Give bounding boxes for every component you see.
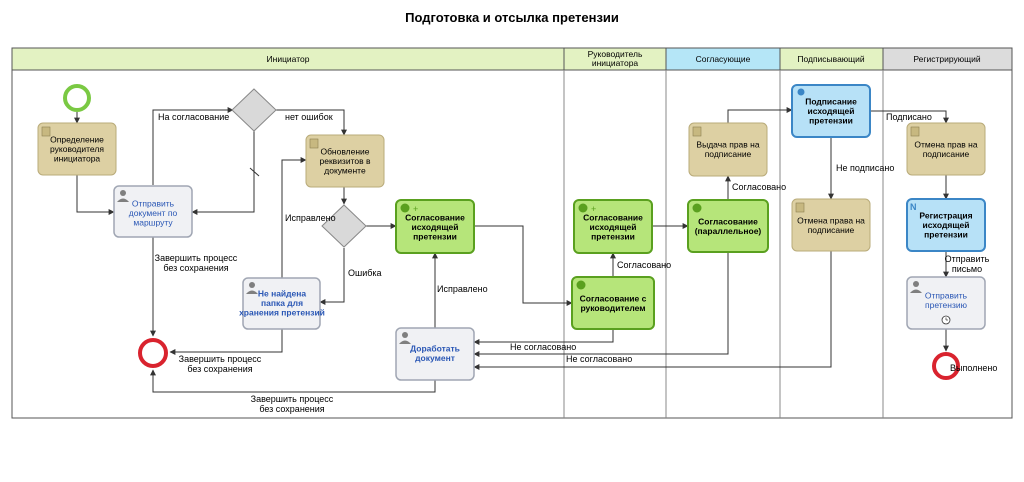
lane-header-head: Руководитель инициатора — [563, 47, 667, 71]
edge-label: Ошибка — [348, 268, 382, 278]
lane-header-signer: Подписывающий — [779, 47, 884, 71]
approval-icon — [692, 203, 702, 213]
start-event[interactable] — [63, 84, 91, 112]
svg-text:инициатора: инициатора — [592, 58, 639, 68]
exclusive-gateway[interactable] — [321, 204, 367, 248]
lane-header-initiator: Инициатор — [11, 47, 565, 71]
script-icon — [692, 126, 702, 137]
end-event[interactable] — [932, 352, 960, 380]
task-update-requisites[interactable] — [305, 134, 385, 188]
svg-text:Согласующие: Согласующие — [696, 54, 751, 64]
task-define-head[interactable] — [37, 122, 117, 176]
edge-label: Выполнено — [950, 363, 997, 373]
task-send-route[interactable] — [113, 185, 193, 238]
user-icon — [910, 281, 922, 293]
svg-text:N: N — [910, 202, 917, 212]
script-icon — [41, 126, 51, 137]
end-event[interactable] — [138, 338, 168, 368]
svg-text:Подписывающий: Подписывающий — [797, 54, 865, 64]
task-revoke-sign-registrar[interactable] — [906, 122, 986, 176]
approval-icon — [576, 280, 586, 290]
diagram-title: Подготовка и отсылка претензии — [405, 10, 619, 25]
script-icon — [910, 126, 920, 137]
edge-label: Не согласовано — [510, 342, 576, 352]
user-icon — [117, 190, 129, 202]
sign-pen-icon — [797, 88, 805, 96]
approval-plus-icon: + — [400, 203, 418, 214]
edge-label: Не согласовано — [566, 354, 632, 364]
script-icon — [309, 138, 319, 149]
edge-label: На согласование — [158, 112, 229, 122]
user-icon — [246, 282, 258, 294]
edge-label: Согласовано — [732, 182, 786, 192]
svg-text:Инициатор: Инициатор — [267, 54, 310, 64]
task-head-approve-outgoing[interactable]: + — [573, 199, 653, 254]
task-sign-outgoing[interactable] — [791, 84, 871, 138]
script-icon — [795, 202, 805, 213]
svg-text:Руководитель: Руководитель — [588, 49, 643, 59]
registration-icon: N — [910, 202, 917, 212]
lane-header-registrar: Регистрирующий — [882, 47, 1013, 71]
task-label: Согласование(параллельное) — [695, 216, 762, 236]
edges — [74, 107, 949, 393]
task-register-outgoing[interactable]: N — [906, 198, 986, 252]
task-folder-not-found[interactable] — [242, 277, 321, 330]
edge-label: Не подписано — [836, 163, 894, 173]
edge-label: Подписано — [886, 112, 932, 122]
task-head-approve[interactable] — [571, 276, 655, 330]
task-parallel-approve[interactable] — [687, 199, 769, 253]
svg-text:+: + — [413, 204, 418, 214]
edge-label: Исправлено — [437, 284, 488, 294]
approval-plus-icon: + — [578, 203, 596, 214]
edge-label: Согласовано — [617, 260, 671, 270]
task-revoke-sign-signer[interactable] — [791, 198, 871, 252]
task-approve-outgoing[interactable]: + — [395, 199, 475, 254]
exclusive-gateway[interactable] — [231, 88, 277, 132]
task-grant-sign-rights[interactable] — [688, 122, 768, 177]
svg-text:Регистрирующий: Регистрирующий — [913, 54, 980, 64]
user-icon — [399, 332, 411, 344]
svg-text:+: + — [591, 204, 596, 214]
task-rework[interactable] — [395, 327, 475, 381]
edge-label: Исправлено — [285, 213, 336, 223]
lane-header-approvers: Согласующие — [665, 47, 781, 71]
edge-label: нет ошибок — [285, 112, 333, 122]
timer-icon — [941, 315, 951, 325]
task-send-claim[interactable] — [906, 276, 986, 330]
